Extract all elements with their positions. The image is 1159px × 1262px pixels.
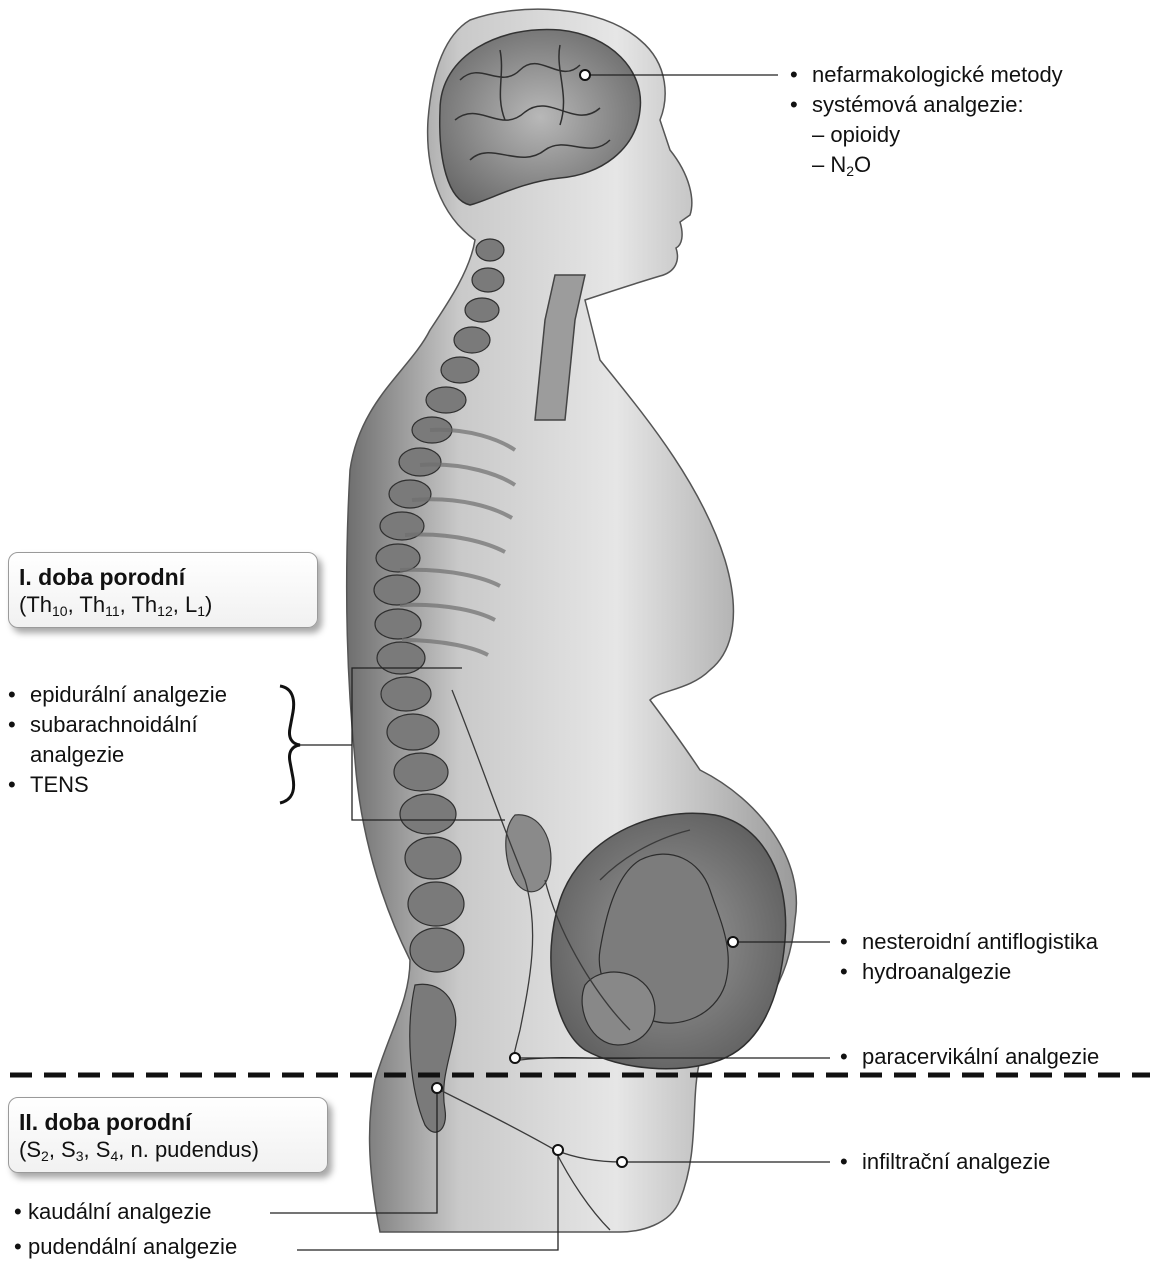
- perineum-label: •infiltrační analgezie: [840, 1147, 1050, 1177]
- list-item-continuation: analgezie: [8, 740, 227, 770]
- list-item: •TENS: [8, 770, 227, 800]
- stage2-title: II. doba porodní: [19, 1108, 315, 1136]
- brain-labels: •nefarmakologické metody •systémová anal…: [790, 60, 1063, 180]
- stage1-nerves: (Th10, Th11, Th12, L1): [19, 591, 305, 619]
- list-item: •nefarmakologické metody: [790, 60, 1063, 90]
- stage1-title: I. doba porodní: [19, 563, 305, 591]
- list-item: •subarachnoidální: [8, 710, 227, 740]
- uterus-labels: •nesteroidní antiflogistika •hydroanalge…: [840, 927, 1098, 987]
- list-subitem: – N2O: [790, 150, 1063, 180]
- stage1-box: I. doba porodní (Th10, Th11, Th12, L1): [8, 552, 318, 628]
- list-subitem: – opioidy: [790, 120, 1063, 150]
- spinal-labels: •epidurální analgezie •subarachnoidální …: [8, 680, 227, 800]
- list-item: •nesteroidní antiflogistika: [840, 927, 1098, 957]
- sacral-labels: •kaudální analgezie •pudendální analgezi…: [14, 1197, 237, 1262]
- list-item: •infiltrační analgezie: [840, 1147, 1050, 1177]
- cervix-label: •paracervikální analgezie: [840, 1042, 1099, 1072]
- list-item: •kaudální analgezie: [14, 1197, 237, 1227]
- list-item: •paracervikální analgezie: [840, 1042, 1099, 1072]
- stage2-nerves: (S2, S3, S4, n. pudendus): [19, 1136, 315, 1164]
- stage2-box: II. doba porodní (S2, S3, S4, n. pudendu…: [8, 1097, 328, 1173]
- list-item: •epidurální analgezie: [8, 680, 227, 710]
- curly-brace: [280, 686, 300, 803]
- list-item: •systémová analgezie:: [790, 90, 1063, 120]
- list-item: •hydroanalgezie: [840, 957, 1098, 987]
- list-item: •pudendální analgezie: [14, 1232, 237, 1262]
